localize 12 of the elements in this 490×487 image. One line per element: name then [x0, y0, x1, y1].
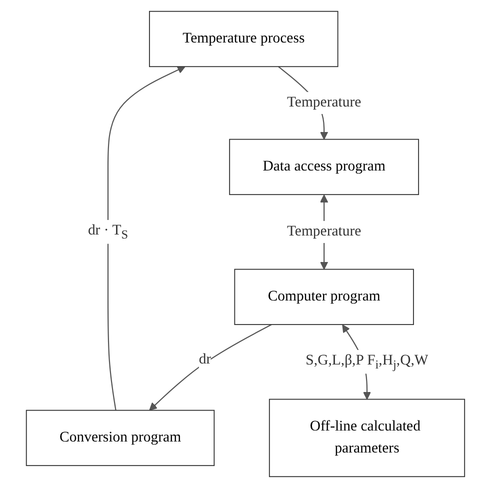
edge-label: dr — [198, 350, 211, 367]
edge-label: dr · T$_{S}$ — [87, 222, 128, 241]
edge-label: S,G,L,β,P F$_{i}$,H$_{j}$,Q,W — [305, 352, 428, 371]
node-box: Temperature process — [148, 10, 338, 67]
arrow — [106, 66, 185, 410]
node-box: Off-line calculated parameters — [268, 398, 465, 477]
node-box: Conversion program — [25, 409, 214, 466]
node-box: Computer program — [234, 268, 414, 324]
edge-label: Temperature — [286, 223, 361, 239]
arrow — [148, 324, 272, 410]
node-box: Data access program — [228, 138, 419, 195]
edge-label: Temperature — [286, 94, 361, 110]
